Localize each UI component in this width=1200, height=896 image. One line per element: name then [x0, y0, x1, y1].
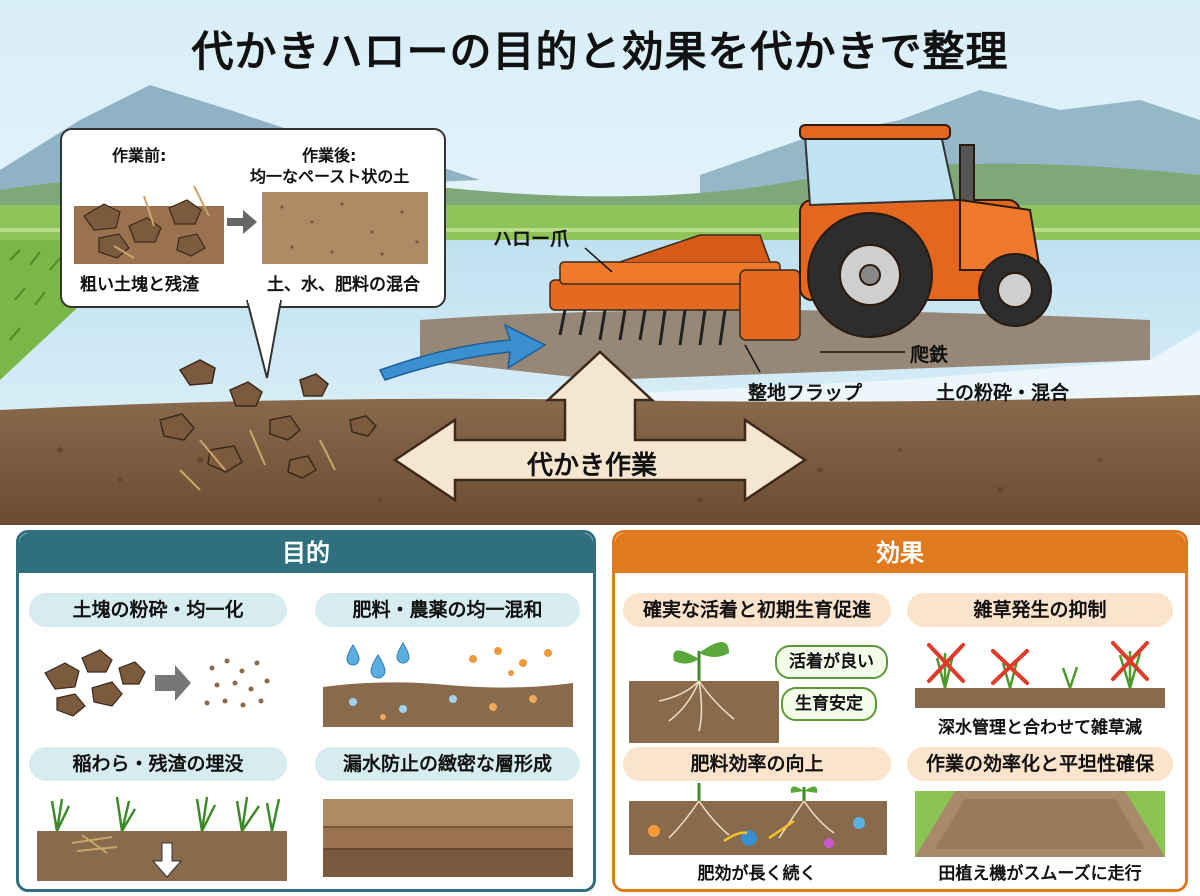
- purpose-item-3-title: 稲わら・残渣の埋没: [29, 747, 287, 781]
- effect-item-4-title: 作業の効率化と平坦性確保: [907, 747, 1173, 781]
- label-blade: 爬鉄: [910, 344, 949, 366]
- dense-layer-illustration: [323, 799, 573, 877]
- effect-item-4-caption: 田植え機がスムーズに走行: [938, 864, 1142, 884]
- tractor: [799, 124, 1052, 338]
- effect-item-2-caption: 深水管理と合わせて雑草減: [938, 718, 1142, 738]
- purpose-header: 目的: [19, 533, 593, 573]
- effect-item-1-title: 確実な活着と初期生育促進: [623, 593, 891, 627]
- operation-arrows: [392, 350, 808, 503]
- process-arrow-icon: [227, 210, 257, 234]
- label-harrow-claw: ハロー爪: [493, 228, 570, 250]
- badge-growth: 生育安定: [781, 687, 877, 721]
- callout-pointer: [246, 300, 282, 379]
- purpose-item-1-title: 土塊の粉砕・均一化: [29, 593, 287, 627]
- purpose-panel: 目的 土塊の粉砕・均一化 肥料・農薬の均一混和: [16, 530, 596, 892]
- after-soil-illustration: [262, 192, 428, 264]
- after-caption: 土、水、肥料の混合: [267, 275, 420, 295]
- badge-rooting: 活着が良い: [775, 645, 888, 679]
- straw-burial-illustration: [37, 796, 287, 881]
- fertilizer-efficiency-illustration: [629, 783, 887, 855]
- effect-item-2-title: 雑草発生の抑制: [907, 593, 1173, 627]
- before-label: 作業前:: [112, 146, 167, 165]
- weed-suppression-illustration: [915, 641, 1165, 708]
- effects-header: 効果: [615, 533, 1185, 573]
- purpose-item-4-title: 漏水防止の緻密な層形成: [315, 747, 580, 781]
- flat-field-illustration: [915, 791, 1165, 857]
- clods-to-particles-illustration: [44, 649, 270, 717]
- seedling-roots-illustration: [629, 642, 779, 743]
- page-title: 代かきハローの目的と効果を代かきで整理: [191, 27, 1009, 76]
- before-soil-illustration: [74, 185, 224, 264]
- purpose-item-2-title: 肥料・農薬の均一混和: [315, 593, 580, 627]
- effect-item-3-caption: 肥効が長く続く: [697, 864, 817, 884]
- flow-arrow: [378, 323, 547, 381]
- label-leveling-flap: 整地フラップ: [748, 382, 863, 404]
- harrow: [549, 234, 801, 341]
- label-operation: 代かき作業: [527, 451, 658, 481]
- before-after-callout: 作業前: 作業後: 均一なペースト状の土 粗い土塊と残渣: [60, 128, 446, 308]
- fertilizer-mixing-illustration: [323, 642, 573, 727]
- effect-item-3-title: 肥料効率の向上: [623, 747, 891, 781]
- after-label: 作業後:: [302, 146, 357, 165]
- label-crushing: 土の粉砕・混合: [936, 382, 1070, 404]
- effects-panel: 効果 確実な活着と初期生育促進 活着が良い 生育安定 雑草発生の抑制: [612, 530, 1188, 892]
- before-caption: 粗い土塊と残渣: [80, 275, 199, 295]
- after-sub: 均一なペースト状の土: [250, 167, 410, 186]
